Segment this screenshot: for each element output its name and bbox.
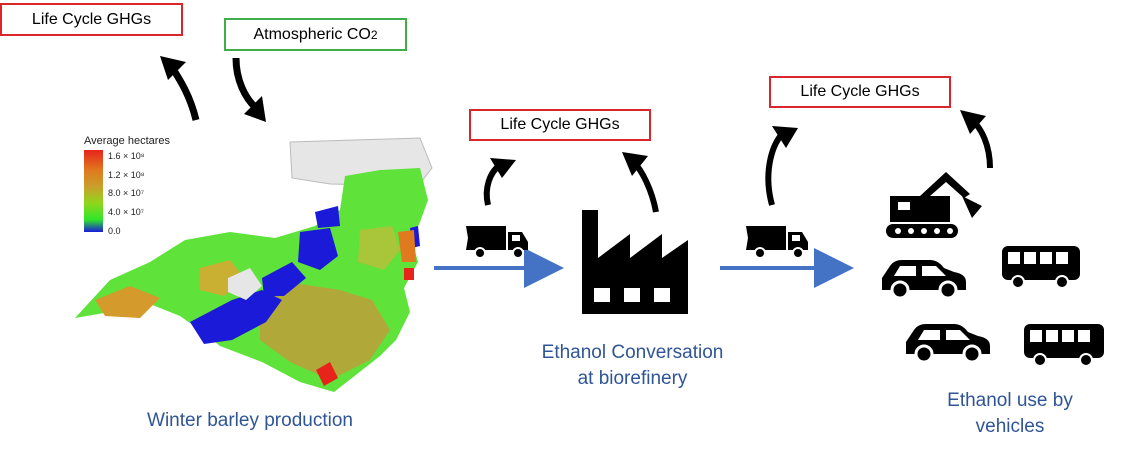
legend-tick-2: 1.2 × 10⁸	[108, 170, 145, 180]
ghg-box-production: Life Cycle GHGs	[0, 3, 183, 36]
excavator-icon	[886, 172, 982, 238]
car-icon	[882, 260, 966, 300]
truck-icon	[746, 226, 808, 259]
curved-arrow-up-icon	[622, 152, 659, 213]
map-legend: Average hectares 1.6 × 10⁸ 1.2 × 10⁸ 8.0…	[84, 135, 171, 236]
ghg-label: Life Cycle GHGs	[31, 10, 152, 28]
conversion-caption: Ethanol Conversation at biorefinery	[541, 342, 724, 389]
bus-icon	[1024, 324, 1104, 367]
ghg-box-vehicles: Life Cycle GHGs	[769, 76, 951, 108]
curved-arrow-up-icon	[483, 158, 516, 206]
legend-colorbar	[84, 150, 103, 232]
ghg-label: Life Cycle GHGs	[800, 83, 920, 100]
curved-arrow-up-icon	[960, 110, 993, 169]
legend-title: Average hectares	[84, 135, 171, 147]
legend-tick-5: 0.0	[108, 226, 121, 236]
vehicle-use-caption: Ethanol use by vehicles	[947, 390, 1073, 437]
co2-label: Atmospheric CO2	[253, 25, 378, 43]
barley-production-map	[75, 137, 433, 392]
ghg-box-transport-1: Life Cycle GHGs	[469, 109, 651, 141]
factory-icon	[582, 210, 688, 314]
curved-arrow-up-icon	[765, 126, 798, 206]
bus-icon	[1002, 246, 1080, 289]
atmospheric-co2-box: Atmospheric CO2	[224, 18, 407, 51]
ghg-label: Life Cycle GHGs	[500, 116, 620, 133]
curved-arrow-up-icon	[160, 56, 200, 121]
truck-icon	[466, 226, 528, 259]
legend-tick-1: 1.6 × 10⁸	[108, 151, 145, 161]
legend-tick-4: 4.0 × 10⁷	[108, 207, 144, 217]
car-icon	[906, 324, 990, 364]
curved-arrow-down-icon	[232, 57, 266, 122]
legend-tick-3: 8.0 × 10⁷	[108, 188, 144, 198]
production-caption: Winter barley production	[147, 410, 353, 431]
